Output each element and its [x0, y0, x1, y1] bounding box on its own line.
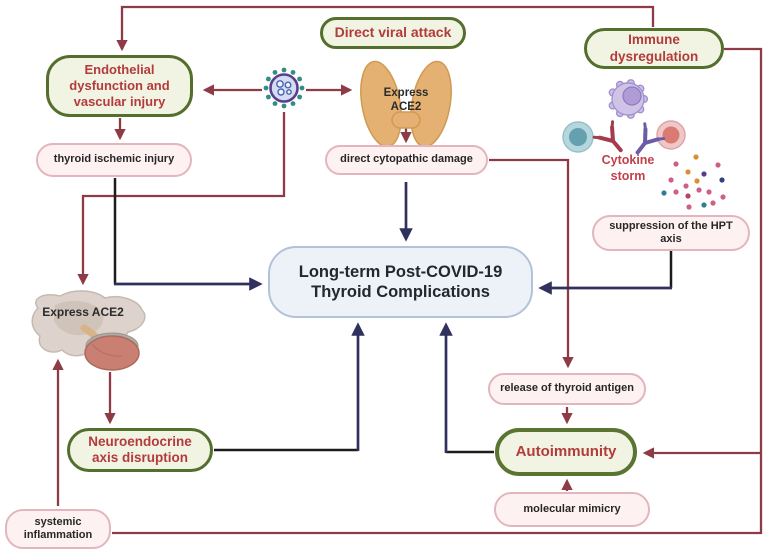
macrophage-icon [608, 79, 649, 119]
antibody-red-icon [592, 120, 623, 153]
lymphocyte-blue-icon [562, 121, 594, 153]
cytokine-dots [661, 154, 726, 210]
node-direct-viral-attack: Direct viral attack [320, 17, 466, 49]
node-immune-dysregulation: Immune dysregulation [584, 28, 724, 69]
node-systemic-inflammation: systemic inflammation [5, 509, 111, 549]
pituitary-gland-icon [31, 290, 146, 371]
node-release-thyroid-antigen: release of thyroid antigen [488, 373, 646, 405]
border-loop-immune-systemic [112, 47, 763, 535]
node-autoimmunity: Autoimmunity [495, 428, 637, 476]
sars-cov-2-virus-icon [263, 67, 305, 109]
arrow-virus-to-pituitary [77, 112, 286, 286]
express-ace2-thyroid-label: Express ACE2 [383, 87, 429, 114]
arrow-cytopathic-to-antigen-release [489, 158, 574, 369]
express-ace2-pituitary-label: Express ACE2 [42, 305, 124, 319]
node-molecular-mimicry: molecular mimicry [494, 492, 650, 527]
node-long-term-post-covid-thyroid-complications: Long-term Post-COVID-19 Thyroid Complica… [268, 246, 533, 318]
arrow-immune-to-endothelial [116, 5, 655, 52]
cytokine-storm-label: Cytokine storm [601, 153, 655, 183]
node-direct-cytopathic-damage: direct cytopathic damage [325, 145, 488, 175]
lymphocyte-red-icon [656, 120, 686, 150]
node-suppression-hpt-axis: suppression of the HPT axis [592, 215, 750, 251]
thyroid-gland-icon [360, 60, 452, 148]
node-thyroid-ischemic-injury: thyroid ischemic injury [36, 143, 192, 177]
antibody-purple-icon [635, 122, 666, 155]
node-endothelial-dysfunction: Endothelial dysfunction and vascular inj… [46, 55, 193, 117]
node-neuroendocrine-axis-disruption: Neuroendocrine axis disruption [67, 428, 213, 472]
